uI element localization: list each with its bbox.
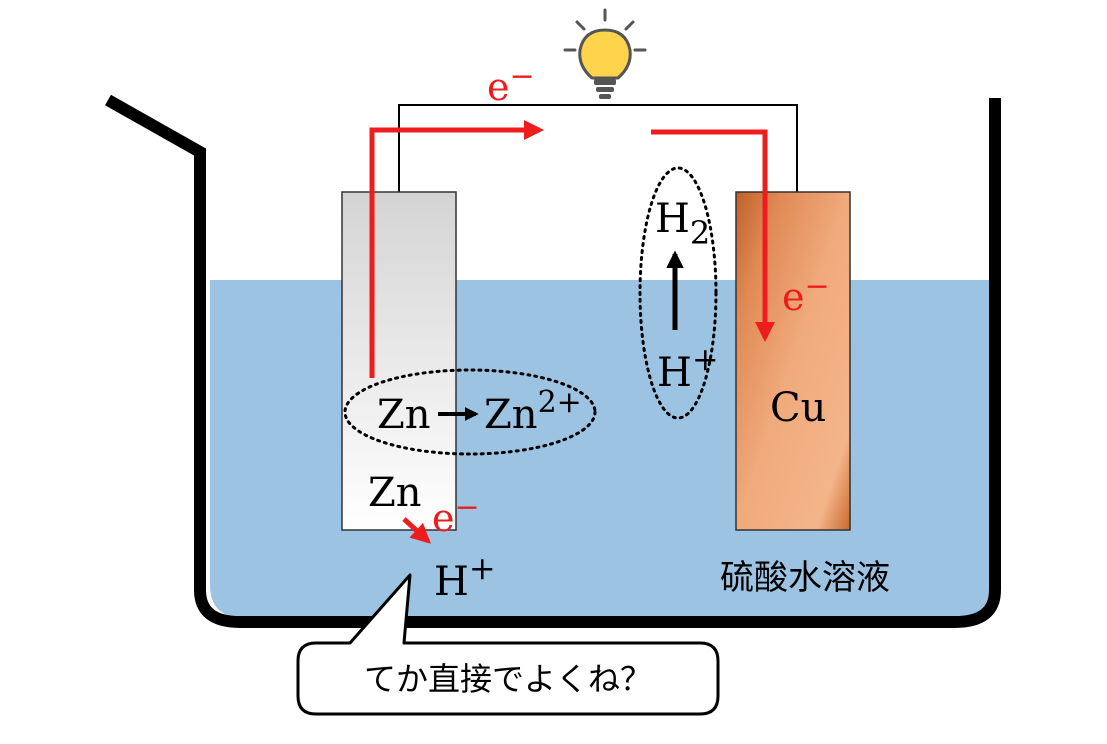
zn-electrode-label: Zn bbox=[368, 470, 422, 516]
h-plus-label-bottom: H+ bbox=[434, 549, 496, 605]
cu-electrode-label: Cu bbox=[770, 385, 826, 431]
electron-label-copper: e− bbox=[782, 269, 830, 319]
beaker bbox=[105, 94, 1001, 628]
zn-ion-label: Zn2+ bbox=[484, 385, 582, 438]
h2-label: H2 bbox=[655, 196, 710, 252]
zinc-reaction-ellipse bbox=[343, 368, 597, 456]
light-bulb-icon bbox=[563, 8, 647, 99]
zn-reactant-label: Zn bbox=[377, 392, 431, 438]
electron-flow-arrow-left bbox=[369, 120, 544, 378]
speech-bubble bbox=[296, 573, 720, 716]
speech-bubble-text: てか直接でよくね？ bbox=[364, 660, 652, 698]
electron-label-zinc: e− bbox=[432, 490, 480, 540]
copper-electrode bbox=[735, 191, 851, 531]
electron-to-proton-arrow bbox=[402, 517, 431, 544]
zinc-electrode bbox=[341, 191, 457, 531]
circuit-wire bbox=[398, 104, 798, 192]
electron-flow-arrow-right bbox=[651, 129, 775, 342]
electron-label-top: e− bbox=[487, 59, 535, 109]
h-plus-label-top: H+ bbox=[657, 340, 719, 396]
solution-label: 硫酸水溶液 bbox=[720, 558, 890, 598]
hydrogen-ellipse bbox=[638, 166, 718, 420]
